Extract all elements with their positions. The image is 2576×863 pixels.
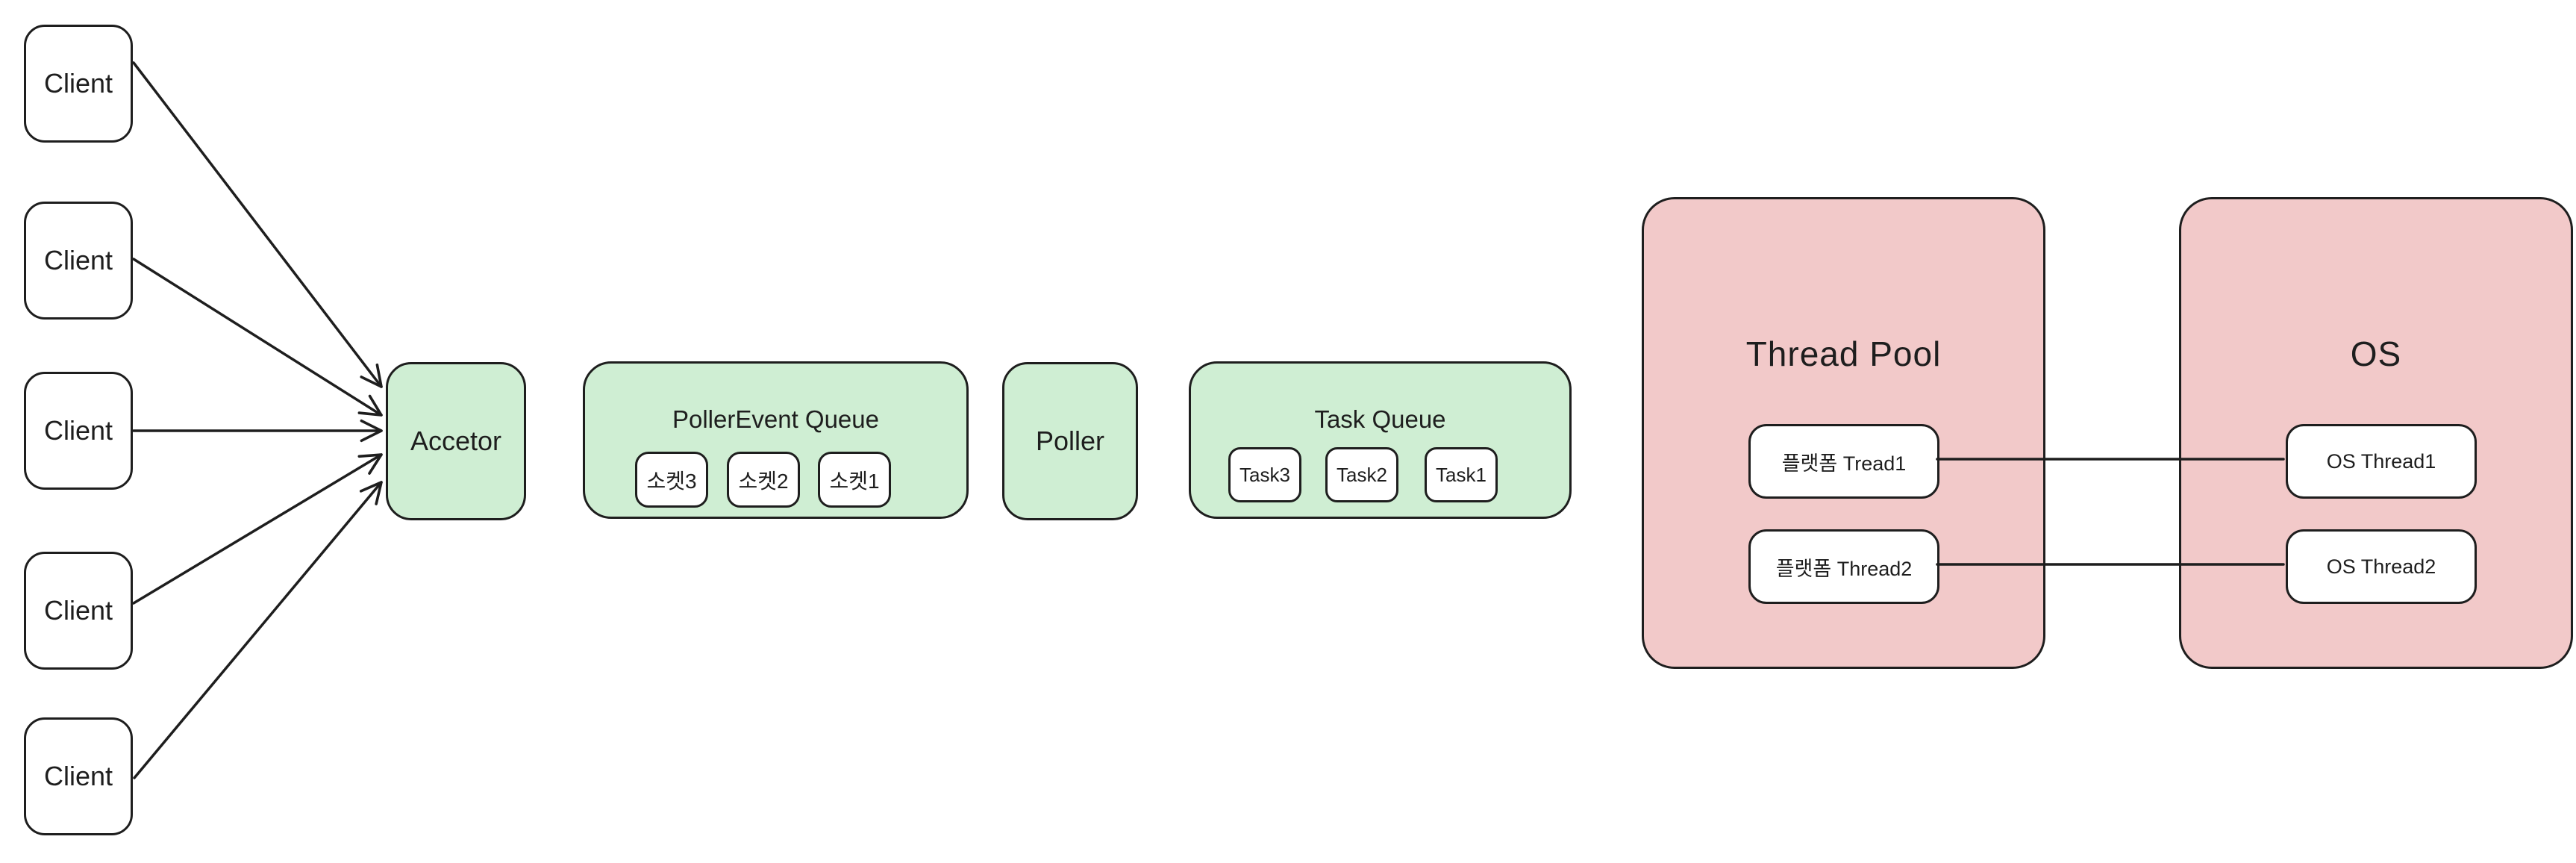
socket-label: 소켓2	[738, 469, 789, 493]
platform-thread-box-1: 플랫폼 Tread1	[1748, 424, 1939, 499]
task-label: Task2	[1337, 463, 1387, 486]
task-label: Task1	[1436, 463, 1486, 486]
client-label: Client	[43, 761, 113, 791]
os-thread-label: OS Thread1	[2326, 449, 2436, 473]
client-box-4: Client	[24, 552, 133, 670]
socket-label: 소켓1	[829, 469, 880, 493]
task-queue-title: Task Queue	[1314, 405, 1446, 433]
task-queue-box: Task Queue Task3 Task2 Task1	[1189, 361, 1572, 519]
socket-item-3: 소켓3	[635, 452, 708, 508]
poller-event-queue-box: PollerEvent Queue 소켓3 소켓2 소켓1	[583, 361, 969, 519]
task-label: Task3	[1239, 463, 1290, 486]
client4-to-acceptor-arrow	[132, 453, 383, 605]
acceptor-box: Accetor	[386, 362, 526, 520]
task-item-3: Task3	[1228, 447, 1301, 502]
socket-item-2: 소켓2	[727, 452, 800, 508]
poller-label: Poller	[1035, 426, 1105, 456]
socket-item-1: 소켓1	[818, 452, 891, 508]
os-thread-label: OS Thread2	[2326, 555, 2436, 578]
platform-thread-box-2: 플랫폼 Thread2	[1748, 529, 1939, 604]
thread-pool-title: Thread Pool	[1745, 334, 1942, 373]
client2-to-acceptor-arrow	[132, 258, 383, 417]
acceptor-label: Accetor	[410, 426, 502, 456]
os-box: OS OS Thread1 OS Thread2	[2179, 197, 2573, 669]
thread-pool-box: Thread Pool 플랫폼 Tread1 플랫폼 Thread2	[1642, 197, 2045, 669]
client5-to-acceptor-arrow	[133, 481, 383, 779]
client-box-2: Client	[24, 202, 133, 320]
client-label: Client	[43, 595, 113, 626]
socket-label: 소켓3	[646, 469, 697, 493]
client-box-3: Client	[24, 372, 133, 490]
client-box-1: Client	[24, 25, 133, 143]
os-title: OS	[2350, 334, 2402, 373]
client-label: Client	[43, 68, 113, 99]
poller-event-queue-title: PollerEvent Queue	[672, 405, 879, 433]
os-thread-box-2: OS Thread2	[2286, 529, 2477, 604]
platform-thread-label: 플랫폼 Tread1	[1781, 452, 1907, 475]
client1-to-acceptor-arrow	[132, 61, 383, 388]
client-label: Client	[43, 245, 113, 275]
task-item-1: Task1	[1425, 447, 1498, 502]
platform-thread-label: 플랫폼 Thread2	[1775, 557, 1913, 580]
client-box-5: Client	[24, 717, 133, 835]
poller-box: Poller	[1002, 362, 1138, 520]
os-thread-box-1: OS Thread1	[2286, 424, 2477, 499]
task-item-2: Task2	[1325, 447, 1398, 502]
client-label: Client	[43, 415, 113, 446]
